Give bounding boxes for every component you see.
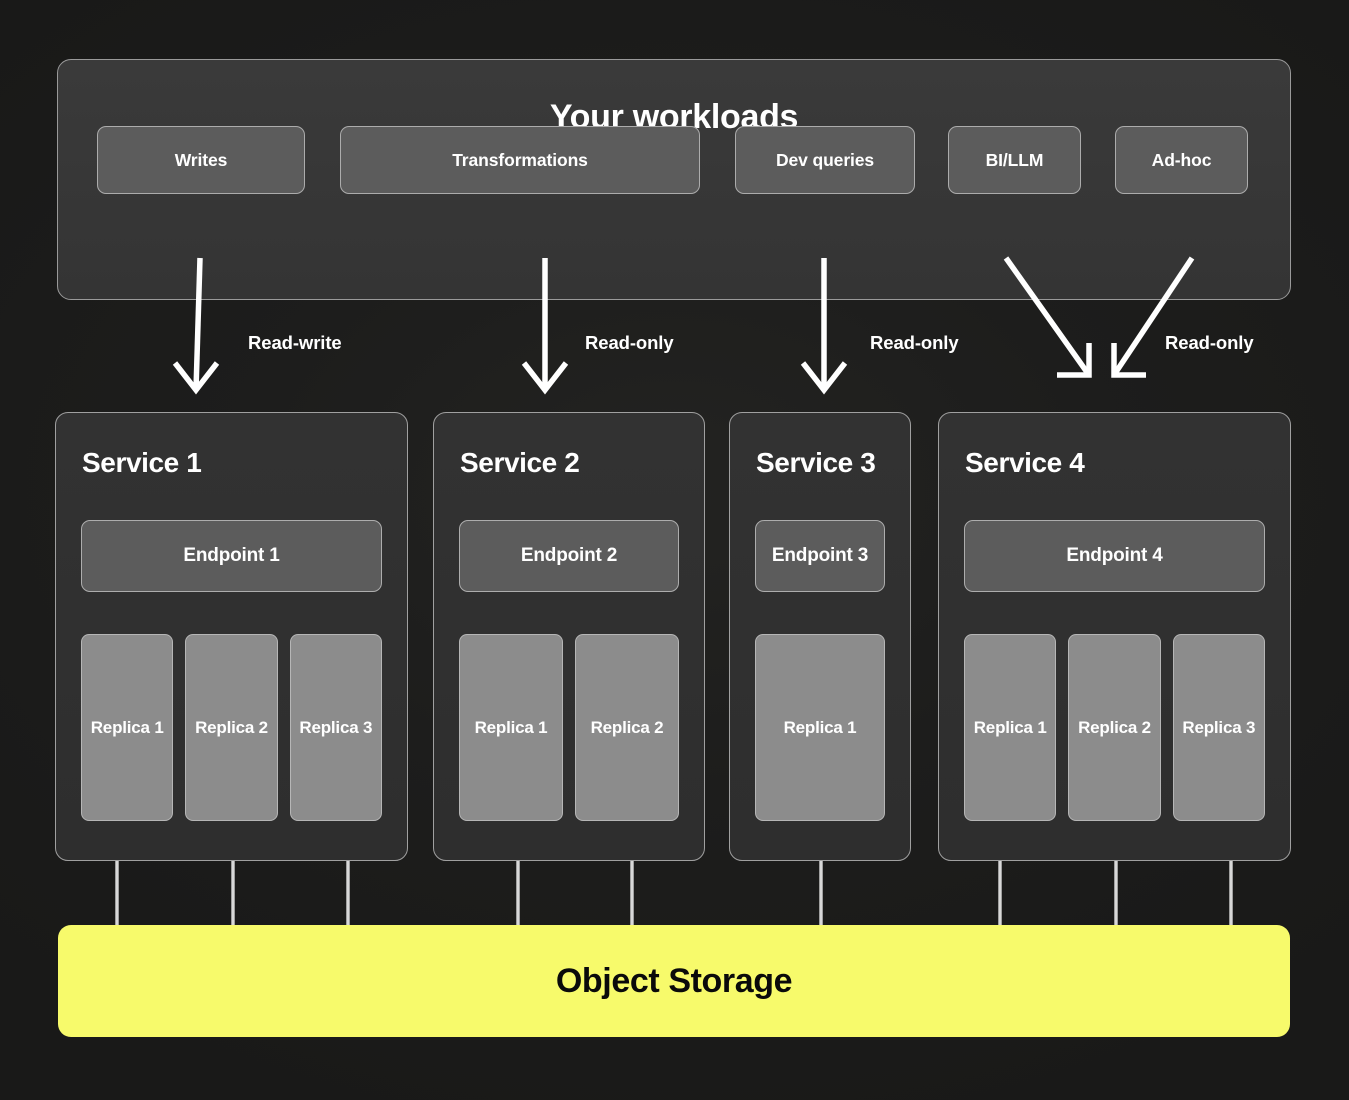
replica-box[interactable]: Replica 1	[755, 634, 885, 821]
replica-box[interactable]: Replica 2	[1068, 634, 1161, 821]
workload-chip-dev-queries[interactable]: Dev queries	[735, 126, 915, 194]
replica-box[interactable]: Replica 3	[289, 634, 382, 821]
endpoint-box-4[interactable]: Endpoint 4	[964, 520, 1265, 592]
arrow-label-writes-to-service-1: Read-write	[248, 332, 342, 353]
replica-box[interactable]: Replica 2	[185, 634, 278, 821]
workload-chip-transformations[interactable]: Transformations	[340, 126, 700, 194]
endpoint-box-2[interactable]: Endpoint 2	[459, 520, 679, 592]
arrow-label-transformations-to-service-2: Read-only	[585, 332, 674, 353]
service-title-2: Service 2	[460, 447, 580, 478]
replica-box[interactable]: Replica 3	[1172, 634, 1265, 821]
arrow-label-ad-hoc-to-service-4: Read-only	[1165, 332, 1254, 353]
workload-chip-ad-hoc[interactable]: Ad-hoc	[1115, 126, 1248, 194]
workload-chip-writes[interactable]: Writes	[97, 126, 305, 194]
endpoint-box-1[interactable]: Endpoint 1	[81, 520, 382, 592]
service-title-1: Service 1	[82, 447, 202, 478]
workload-chip-bi-llm[interactable]: BI/LLM	[948, 126, 1081, 194]
bi-llm-to-service-4-head	[1057, 343, 1092, 378]
arrow-label-dev-queries-to-service-3: Read-only	[870, 332, 959, 353]
replica-row-3: Replica 1	[755, 634, 885, 821]
service-card-3[interactable]: Service 3 Endpoint 3 Replica 1	[729, 412, 911, 861]
ad-hoc-to-service-4-head	[1111, 343, 1146, 378]
writes-to-service-1-head	[172, 361, 220, 395]
replica-box[interactable]: Replica 1	[964, 634, 1057, 821]
endpoint-box-3[interactable]: Endpoint 3	[755, 520, 885, 592]
object-storage-bar: Object Storage	[58, 925, 1290, 1037]
service-title-4: Service 4	[965, 447, 1085, 478]
transformations-to-service-2-head	[521, 361, 569, 395]
service-title-3: Service 3	[756, 447, 876, 478]
replica-box[interactable]: Replica 1	[459, 634, 563, 821]
dev-queries-to-service-3-head	[800, 361, 848, 395]
replica-box[interactable]: Replica 2	[575, 634, 679, 821]
replica-box[interactable]: Replica 1	[81, 634, 174, 821]
